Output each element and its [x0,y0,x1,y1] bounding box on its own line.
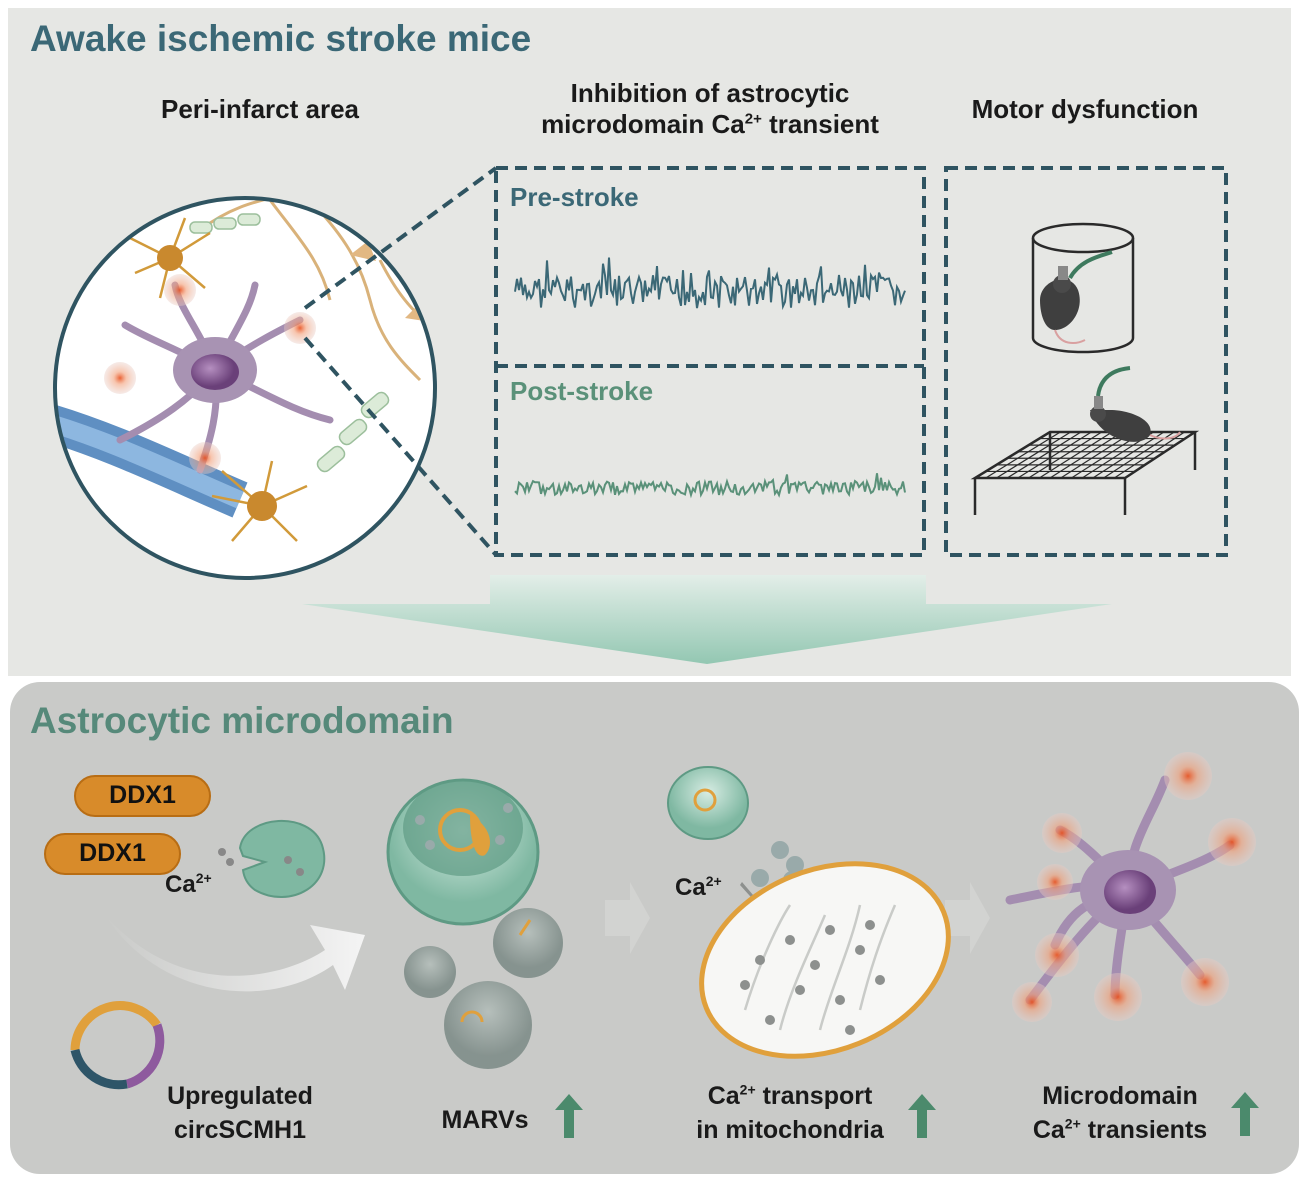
active-astrocyte [1005,752,1256,1022]
post-stroke-trace [514,473,906,499]
zoom-lines [303,166,498,557]
circscmh1-ring [70,1001,165,1090]
step-arrow [945,882,990,954]
peri-infarct-illustration [53,196,437,580]
pre-stroke-label: Pre-stroke [510,182,639,212]
marv-vesicles [386,778,563,1069]
transition-arrow [302,575,1112,664]
ca-vesicle [667,766,804,889]
curved-process-arrow [105,915,365,992]
inhibition-header: Inhibition of astrocytic microdomain Ca2… [541,78,879,140]
ddx1-protein-pill [74,775,211,817]
ca-transport-up-arrow [908,1094,936,1138]
step-arrow [605,882,650,954]
motor-dysfunction-header: Motor dysfunction [971,94,1199,124]
mitochondrion [699,861,951,1059]
grid-walk-illustration [970,366,1200,515]
post-stroke-label: Post-stroke [510,376,654,406]
calcium-ion-label: Ca2+ [165,870,212,898]
marv-caption: MARVs [441,1106,529,1134]
ddx1-label: DDX1 [79,839,146,867]
calcium-ion-label: Ca2+ [675,873,722,901]
cylinder-test-illustration [1031,222,1135,354]
ddx1-protein-pill [44,833,181,875]
pre-stroke-trace [514,257,906,311]
main-title: Awake ischemic stroke mice [30,18,532,59]
marv-up-arrow [555,1094,583,1138]
microdomain-up-arrow [1231,1092,1259,1136]
bottom-title: Astrocytic microdomain [30,700,454,741]
motor-box [944,166,1228,557]
calcium-trace-box [494,166,926,557]
peri-infarct-header: Peri-infarct area [161,94,359,124]
ddx1-label: DDX1 [109,781,176,809]
budding-vesicle [218,820,326,899]
